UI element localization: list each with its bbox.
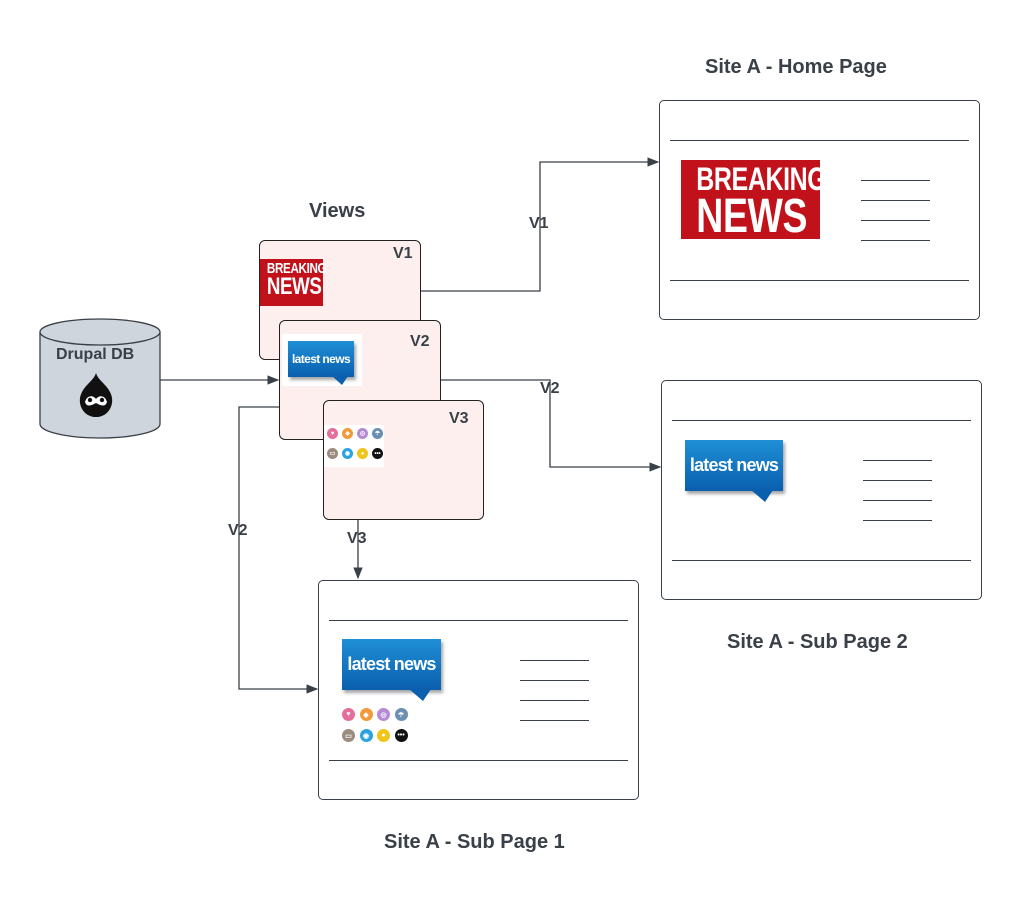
drupal-drop-icon [79, 373, 113, 417]
latest-news-text: latest news [689, 454, 779, 475]
view-v1-label: V1 [393, 245, 413, 262]
category-icon: ◎ [377, 708, 390, 721]
text-line [520, 660, 589, 661]
text-line [863, 460, 932, 461]
text-line [520, 700, 589, 701]
drupal-db-label: Drupal DB [56, 346, 135, 363]
category-icon: ◎ [357, 428, 368, 439]
category-icon: ♥ [342, 708, 355, 721]
text-line [861, 220, 930, 221]
category-icon: ♥ [327, 428, 338, 439]
sub-page-2-title: Site A - Sub Page 2 [727, 631, 908, 653]
arrow-label-v1: V1 [529, 215, 549, 232]
news-word: NEWS [266, 273, 322, 301]
latest-news-text: latest news [347, 653, 436, 674]
sub-page-2-frame: latest news [661, 380, 982, 600]
header-divider [329, 620, 628, 621]
breaking-news-banner: BREAKING NEWS [681, 160, 827, 244]
category-icon: ☂ [394, 708, 408, 721]
latest-news-banner: latest news [342, 639, 441, 701]
category-icon: ••• [394, 729, 408, 742]
views-title: Views [309, 200, 366, 222]
latest-news-thumbnail: latest news [288, 341, 354, 385]
text-line [863, 520, 932, 521]
category-icon: ◆ [359, 708, 373, 721]
category-icon: ▭ [327, 448, 338, 459]
header-divider [670, 140, 969, 141]
footer-divider [329, 760, 628, 761]
text-line [520, 720, 589, 721]
arrow-label-v2-sub1: V2 [228, 522, 248, 539]
news-word: NEWS [696, 190, 808, 244]
footer-divider [672, 560, 971, 561]
category-icon: ● [377, 729, 390, 742]
home-page-frame: BREAKING NEWS [659, 100, 980, 320]
home-page-title: Site A - Home Page [705, 56, 887, 78]
category-icon: ••• [372, 448, 383, 459]
view-v2-label: V2 [410, 333, 430, 350]
category-icon: ◆ [342, 428, 353, 439]
category-icon: ◉ [359, 729, 373, 742]
text-line [861, 240, 930, 241]
footer-divider [670, 280, 969, 281]
view-v3-label: V3 [449, 410, 469, 427]
category-icon: ▭ [342, 729, 355, 742]
text-line [861, 200, 930, 201]
text-line [520, 680, 589, 681]
arrow-v2-to-sub2 [440, 379, 662, 472]
sub-page-1-title: Site A - Sub Page 1 [384, 831, 565, 853]
category-icon: ◉ [342, 448, 353, 459]
text-line [861, 180, 930, 181]
arrow-label-v2-sub2: V2 [540, 380, 560, 397]
icon-grid: ♥ ◆ ◎ ☂ ▭ ◉ ● ••• [342, 708, 408, 746]
text-line [863, 480, 932, 481]
category-icon: ☂ [372, 428, 383, 439]
arrow-v2-to-sub1 [238, 406, 322, 694]
sub-page-1-frame: latest news ♥ ◆ ◎ ☂ ▭ ◉ ● ••• [318, 580, 639, 800]
arrow-label-v3: V3 [347, 530, 367, 547]
latest-news-text: latest news [291, 352, 351, 367]
view-v3[interactable]: V3 ♥ ◆ ◎ ☂ ▭ ◉ ● ••• [323, 400, 484, 520]
icon-grid-thumbnail: ♥ ◆ ◎ ☂ ▭ ◉ ● ••• [324, 425, 384, 467]
latest-news-banner: latest news [685, 440, 783, 502]
breaking-news-thumbnail: BREAKING NEWS [260, 259, 327, 306]
header-divider [672, 420, 971, 421]
category-icon: ● [357, 448, 368, 459]
text-line [863, 500, 932, 501]
breaking-word: BREAKING [266, 260, 327, 277]
arrow-v1-to-home [421, 157, 660, 292]
